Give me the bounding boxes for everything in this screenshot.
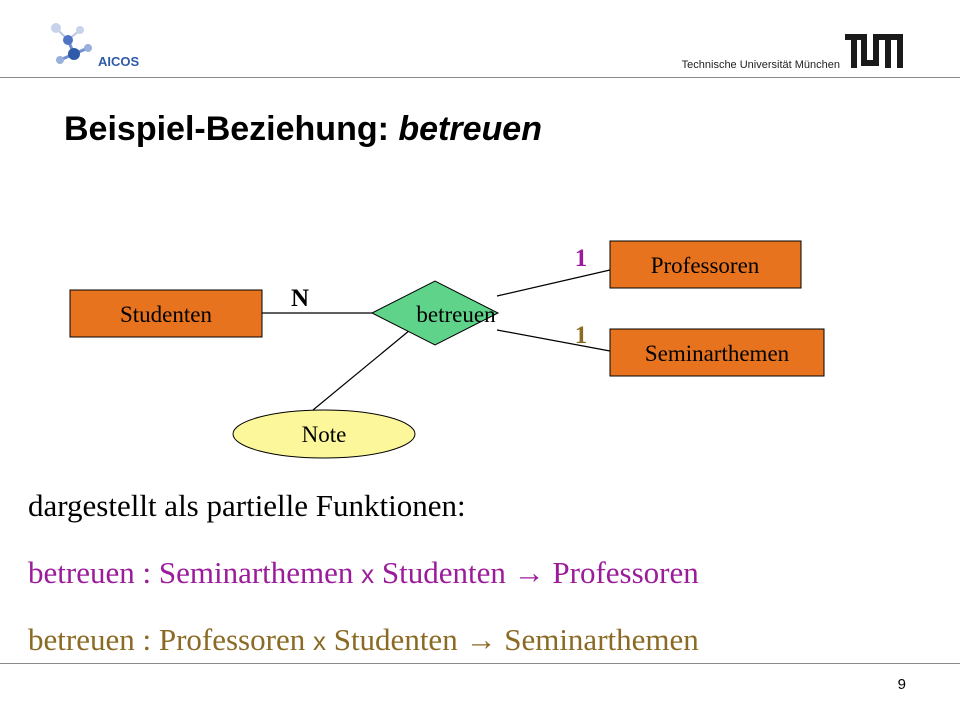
relationship-betreuen-label: betreuen <box>416 302 496 327</box>
cardinality-professoren: 1 <box>575 245 588 272</box>
link-betreuen-note <box>312 329 411 411</box>
entity-professoren <box>609 240 802 289</box>
entity-seminarthemen-label: Seminarthemen <box>645 341 790 366</box>
attribute-note <box>232 409 416 459</box>
function-1-name: betreuen <box>28 555 135 590</box>
function-2-cross: x <box>312 626 326 656</box>
aicos-logo <box>51 23 92 64</box>
function-1-domain1: Seminarthemen <box>158 555 354 590</box>
function-2-domain2: Studenten <box>333 622 458 657</box>
function-2-name: betreuen <box>28 622 135 657</box>
entity-seminarthemen <box>609 328 825 377</box>
aicos-logo-text: AICOS <box>98 54 140 69</box>
intro-text: dargestellt als partielle Funktionen: <box>28 488 466 523</box>
university-name: Technische Universität München <box>681 59 840 71</box>
cardinality-studenten: N <box>291 285 309 312</box>
slide-title-relation: betreuen <box>398 110 542 148</box>
slide-title-prefix: Beispiel-Beziehung: <box>64 110 399 148</box>
footer-divider <box>0 663 960 664</box>
header-divider <box>0 77 960 78</box>
attribute-note-label: Note <box>302 422 347 447</box>
function-2-colon: : <box>142 622 152 657</box>
function-1-codomain: Professoren <box>552 555 699 590</box>
relationship-betreuen <box>370 280 500 346</box>
function-1-colon: : <box>142 555 152 590</box>
function-2-codomain: Seminarthemen <box>504 622 699 657</box>
link-betreuen-seminarthemen <box>496 329 611 352</box>
slide-title: Beispiel-Beziehung: betreuen <box>64 110 542 149</box>
link-betreuen-professoren <box>496 269 611 297</box>
function-1-domain2: Studenten <box>381 555 506 590</box>
function-2: betreuen : Professoren x Studenten → Sem… <box>28 622 699 658</box>
cardinality-seminarthemen: 1 <box>575 322 588 349</box>
entity-professoren-label: Professoren <box>651 253 760 278</box>
function-1-arrow: → <box>513 555 545 590</box>
function-2-arrow: → <box>465 622 497 657</box>
entity-studenten <box>69 289 263 338</box>
entity-studenten-label: Studenten <box>120 302 212 327</box>
page-number: 9 <box>897 676 906 693</box>
function-1-cross: x <box>361 559 375 589</box>
tum-logo <box>843 32 905 70</box>
function-1: betreuen : Seminarthemen x Studenten → P… <box>28 555 699 591</box>
function-2-domain1: Professoren <box>158 622 306 657</box>
